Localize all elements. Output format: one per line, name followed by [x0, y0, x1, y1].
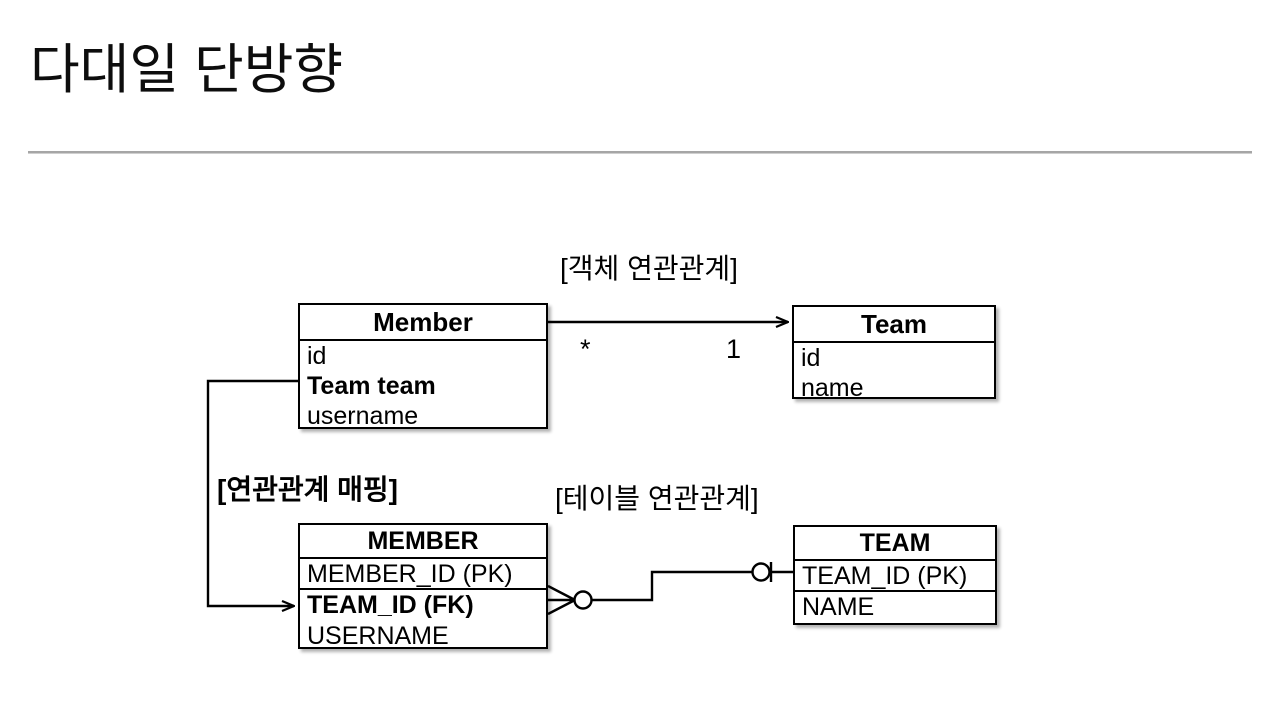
table-column-username: USERNAME — [307, 622, 449, 650]
label-object-relation: [객체 연관관계] — [560, 253, 738, 284]
table-header-member: MEMBER — [300, 525, 546, 559]
table-column-member-id: MEMBER_ID (PK) — [300, 559, 546, 590]
title-divider — [28, 151, 1252, 154]
table-column-team-id-pk: TEAM_ID (PK) — [795, 561, 995, 592]
entity-box-member[interactable]: Member id Team team username — [298, 303, 548, 430]
multiplicity-one: 1 — [726, 334, 742, 364]
entity-box-team[interactable]: Team id name — [792, 305, 996, 402]
table-box-member[interactable]: MEMBER MEMBER_ID (PK) TEAM_ID (FK) USERN… — [298, 523, 548, 650]
label-association-mapping: [연관관계 매핑] — [217, 474, 398, 505]
entity-field-team-id: id — [801, 344, 821, 372]
mapping-association-arrow — [206, 379, 298, 606]
entity-header-team: Team — [794, 307, 994, 343]
foreign-key-relation — [547, 562, 793, 616]
table-column-name: NAME — [802, 593, 875, 621]
page-title: 다대일 단방향 — [30, 40, 344, 100]
table-header-team: TEAM — [795, 527, 995, 561]
multiplicity-many: * — [580, 334, 591, 364]
entity-header-member: Member — [300, 305, 546, 341]
entity-field-member-team: Team team — [307, 372, 436, 400]
table-column-team-id-fk: TEAM_ID (FK) — [307, 591, 474, 619]
label-table-relation: [테이블 연관관계] — [555, 483, 759, 514]
entity-field-team-name: name — [801, 374, 864, 402]
entity-field-member-id: id — [307, 342, 327, 370]
entity-field-member-username: username — [307, 402, 419, 430]
table-box-team[interactable]: TEAM TEAM_ID (PK) NAME — [793, 525, 997, 625]
